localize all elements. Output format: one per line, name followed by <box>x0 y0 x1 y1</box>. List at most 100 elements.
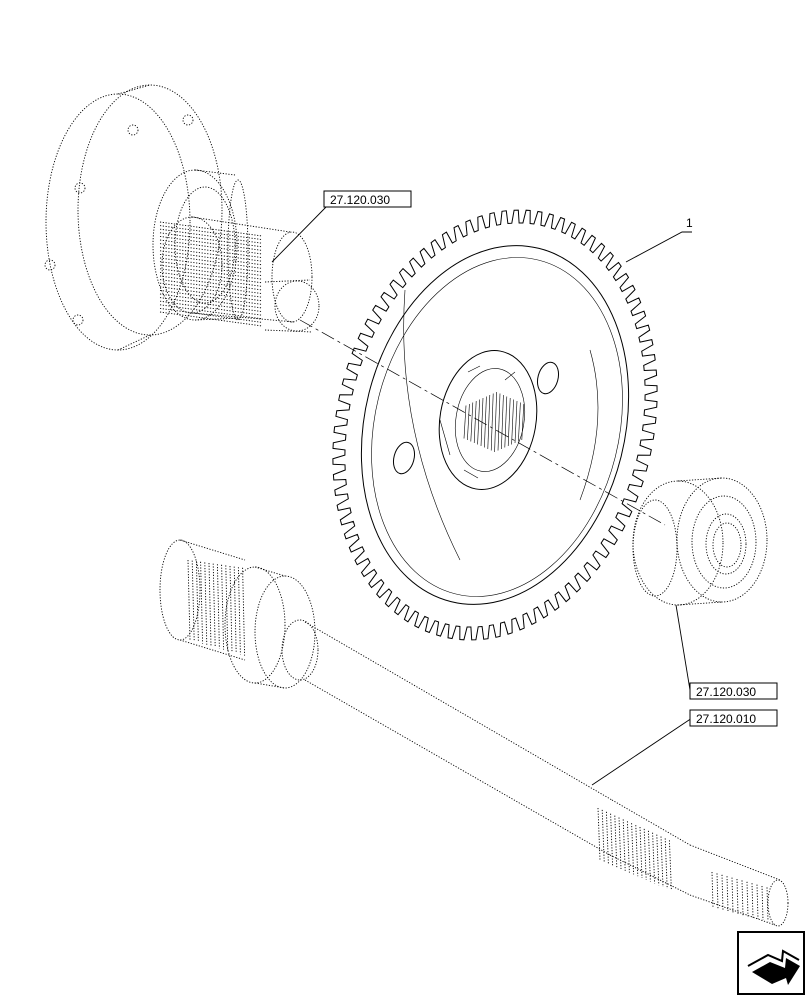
flange-hub <box>44 84 320 351</box>
drawing-stroke <box>490 393 494 451</box>
ref-box-27-120-030-mid[interactable]: 27.120.030 <box>689 682 778 700</box>
ref-box-27-120-010[interactable]: 27.120.010 <box>689 709 778 727</box>
drawing-stroke <box>159 286 263 302</box>
drawing-stroke <box>159 257 263 273</box>
drawing-stroke <box>518 402 521 442</box>
drawing-stroke <box>494 391 497 453</box>
drawing-stroke <box>511 399 514 445</box>
leader-lines <box>271 204 693 786</box>
drawing-stroke <box>212 563 216 648</box>
drawing-stroke <box>726 876 729 912</box>
drawing-stroke <box>731 877 734 913</box>
drawing-stroke <box>746 881 749 917</box>
drawing-stroke <box>159 311 263 327</box>
drawing-stroke <box>187 559 191 641</box>
drawing-stroke <box>635 825 639 877</box>
drawing-stroke <box>484 396 487 448</box>
drawing-stroke <box>514 400 518 444</box>
drawing-stroke <box>191 560 195 642</box>
drawing-stroke <box>159 239 263 255</box>
drawing-stroke <box>652 832 656 884</box>
drawing-stroke <box>159 225 263 241</box>
drawing-stroke <box>660 836 664 888</box>
drawing-stroke <box>716 873 719 910</box>
drawing-stroke <box>741 880 744 916</box>
drawing-stroke <box>208 562 212 647</box>
drawing-stroke <box>610 813 614 866</box>
drawing-stroke <box>159 279 263 295</box>
drawing-stroke <box>639 826 643 879</box>
drawing-stroke <box>761 885 764 921</box>
center-axis-line <box>299 319 666 526</box>
ref-box-27-120-030-top[interactable]: 27.120.030 <box>323 190 412 208</box>
large-gear <box>332 209 658 641</box>
drawing-stroke <box>159 300 263 316</box>
item-label-1: 1 <box>686 216 693 230</box>
drawing-stroke <box>225 565 229 651</box>
drawing-stroke <box>159 304 263 320</box>
drawing-stroke <box>668 840 672 891</box>
output-shaft <box>159 539 789 927</box>
drawing-stroke <box>221 564 225 650</box>
drawing-stroke <box>473 400 477 444</box>
ref-box-label: 27.120.030 <box>330 193 390 207</box>
drawing-stroke <box>656 834 660 886</box>
drawing-stroke <box>195 561 199 643</box>
drawing-stroke <box>159 293 263 309</box>
drawing-stroke <box>159 271 263 287</box>
ref-box-label: 27.120.030 <box>696 685 756 699</box>
drawing-stroke <box>159 221 263 237</box>
drawing-stroke <box>159 246 263 262</box>
ref-box-label: 27.120.010 <box>696 712 756 726</box>
drawing-stroke <box>159 275 263 291</box>
drawing-stroke <box>159 289 263 305</box>
drawing-stroke <box>626 821 630 873</box>
drawing-stroke <box>204 562 208 645</box>
drawing-stroke <box>159 297 263 313</box>
drawing-stroke <box>504 396 508 448</box>
drawing-stroke <box>159 228 263 244</box>
drawing-stroke <box>200 561 204 644</box>
drawing-stroke <box>233 566 237 654</box>
drawing-stroke <box>229 565 233 653</box>
drawing-stroke <box>463 405 467 439</box>
drawing-stroke <box>159 282 263 298</box>
drawing-stroke <box>631 823 635 875</box>
drawing-stroke <box>159 261 263 277</box>
bearing <box>632 477 768 606</box>
drawing-stroke <box>605 811 609 864</box>
drawing-stroke <box>242 567 246 656</box>
drawing-stroke <box>237 567 241 655</box>
drawing-stroke <box>470 402 474 442</box>
drawing-stroke <box>721 874 724 911</box>
drawing-stroke <box>159 232 263 248</box>
drawing-stroke <box>216 564 220 649</box>
drawing-stroke <box>601 809 605 862</box>
drawing-stroke <box>618 817 622 870</box>
drawing-stroke <box>497 393 501 451</box>
drawing-stroke <box>159 253 263 269</box>
drawing-stroke <box>477 399 480 445</box>
drawing-stroke <box>622 819 626 871</box>
drawing-stroke <box>521 403 525 441</box>
drawing-stroke <box>507 397 511 447</box>
drawing-stroke <box>159 243 263 259</box>
drawing-stroke <box>501 394 504 450</box>
drawing-stroke <box>751 883 754 918</box>
drawing-stroke <box>614 815 618 868</box>
drawing-stroke <box>487 394 491 450</box>
drawing-stroke <box>467 403 470 441</box>
drawing-stroke <box>159 264 263 280</box>
drawing-stroke <box>159 235 263 251</box>
drawing-stroke <box>664 838 668 889</box>
drawing-stroke <box>756 884 759 919</box>
next-page-arrow-icon[interactable] <box>737 931 805 995</box>
drawing-stroke <box>766 887 769 922</box>
drawing-stroke <box>159 250 263 266</box>
drawing-stroke <box>647 830 651 882</box>
drawing-stroke <box>159 307 263 323</box>
drawing-stroke <box>736 878 739 915</box>
drawing-stroke <box>159 268 263 284</box>
drawing-stroke <box>643 828 647 880</box>
